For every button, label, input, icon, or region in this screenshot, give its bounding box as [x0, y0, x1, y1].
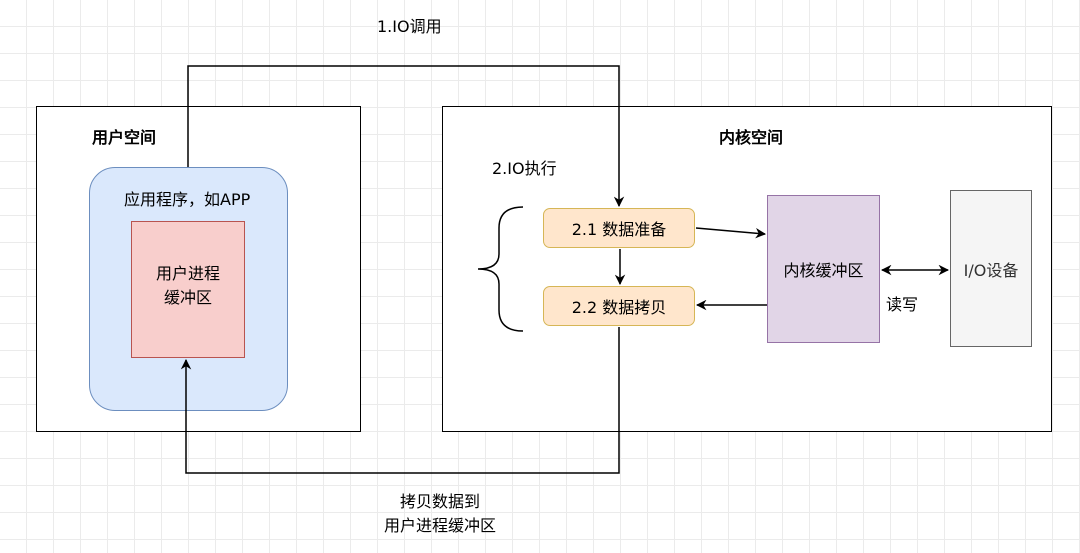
prepare-to-kernel-buffer-arrow	[695, 227, 767, 239]
kernel-space-title: 内核空间	[719, 128, 784, 147]
io-call-label: 1.IO调用	[377, 17, 442, 36]
user-buffer-text: 用户进程 缓冲区	[131, 262, 245, 310]
user-buffer-line2: 缓冲区	[163, 288, 212, 307]
user-buffer-line1: 用户进程	[155, 264, 220, 283]
copy-note-line2: 用户进程缓冲区	[383, 516, 496, 535]
data-prepare-step: 2.1 数据准备	[543, 208, 695, 248]
kernel-buffer: 内核缓冲区	[767, 195, 880, 343]
user-process-buffer	[131, 221, 245, 358]
execution-brace	[477, 206, 524, 332]
read-write-label: 读写	[886, 295, 919, 314]
application-label: 应用程序，如APP	[124, 190, 251, 209]
data-copy-step: 2.2 数据拷贝	[543, 286, 695, 326]
copy-note: 拷贝数据到 用户进程缓冲区	[360, 490, 520, 538]
copy-note-line1: 拷贝数据到	[399, 492, 480, 511]
io-device: I/O设备	[950, 190, 1032, 347]
io-call-arrow	[187, 65, 625, 208]
io-exec-label: 2.IO执行	[492, 159, 557, 178]
user-space-title: 用户空间	[92, 128, 157, 147]
copy-to-user-buffer-arrow	[180, 327, 620, 474]
